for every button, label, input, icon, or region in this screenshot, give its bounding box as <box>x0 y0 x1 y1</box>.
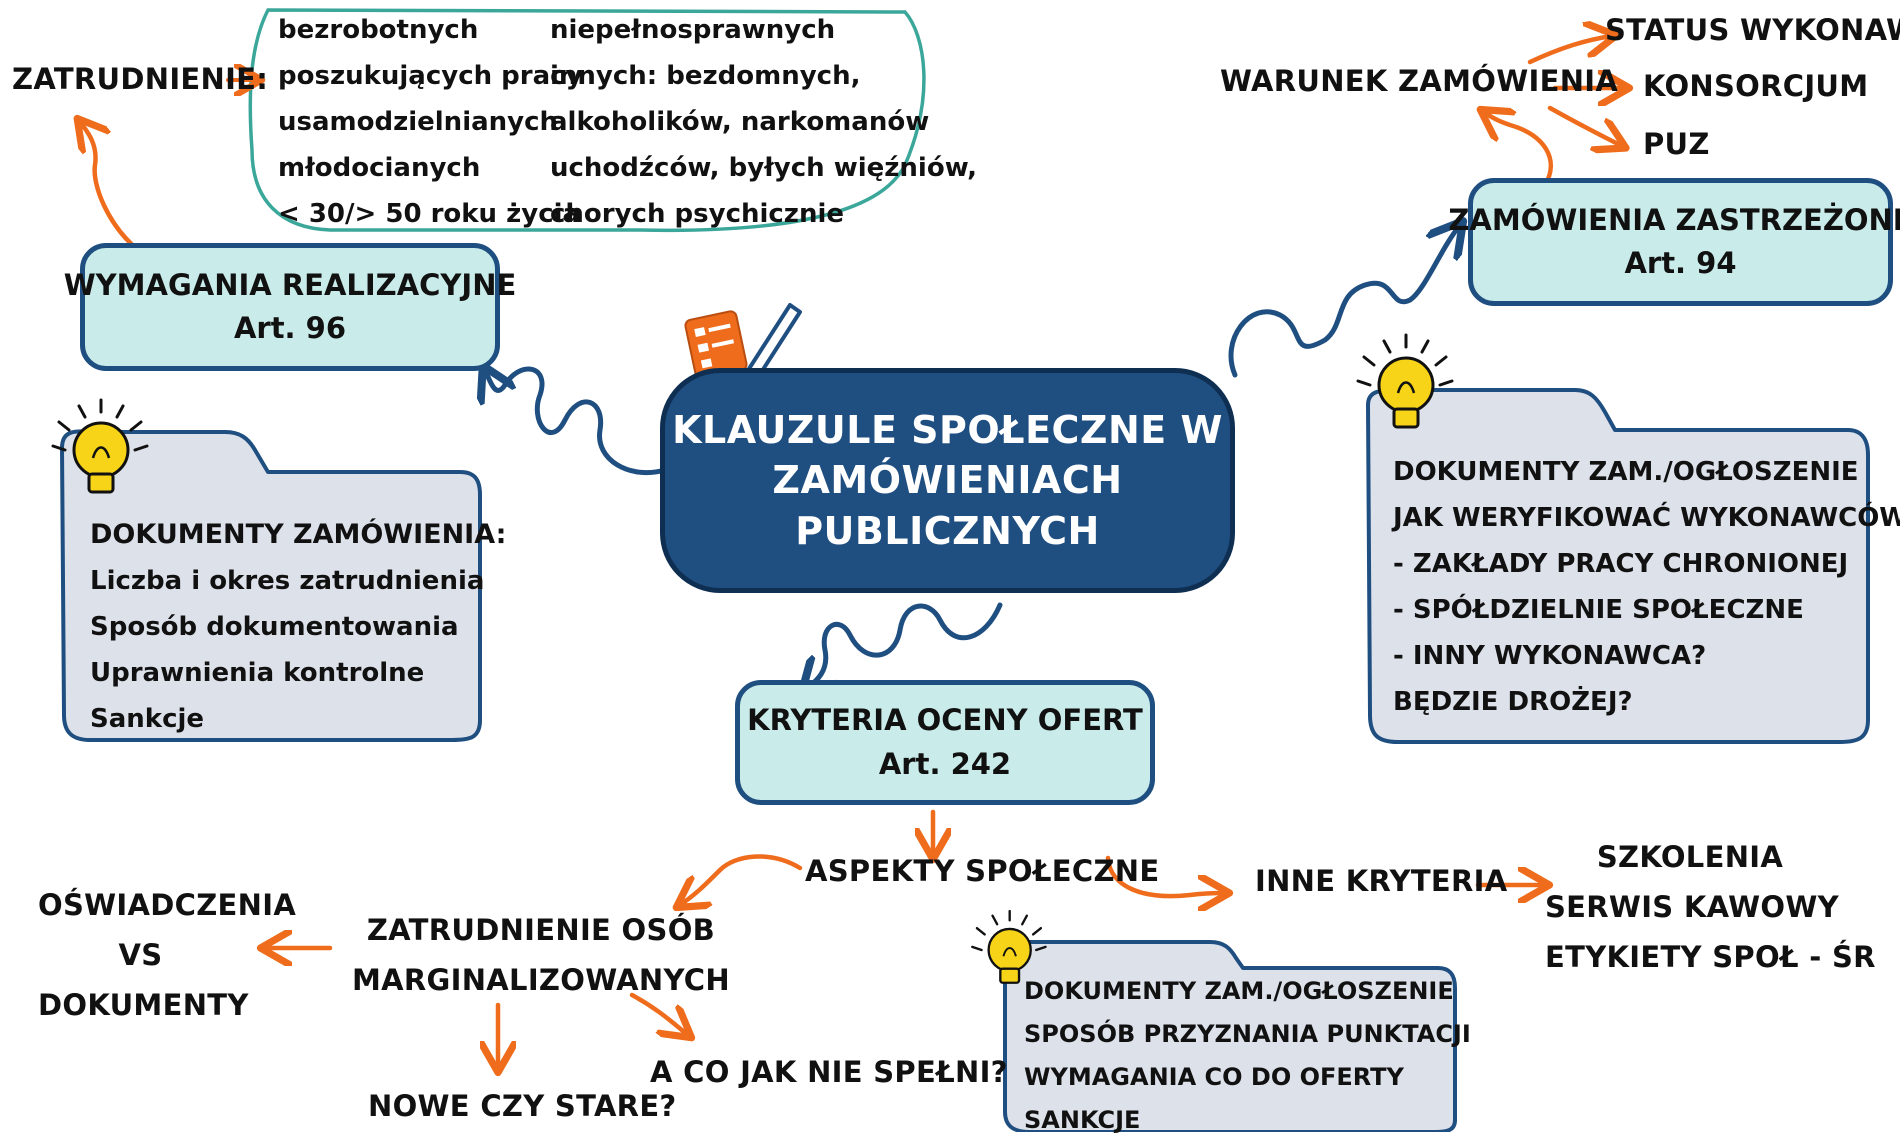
text-line: SZKOLENIA <box>1596 840 1784 874</box>
clipboard-pen-icon <box>684 303 802 389</box>
label-inne-kryteria: INNE KRYTERIA <box>1255 864 1508 898</box>
text-line: DOKUMENTY <box>38 988 249 1022</box>
central-topic-line: PUBLICZNYCH <box>795 508 1100 553</box>
text-line: OŚWIADCZENIA <box>38 888 297 922</box>
folder-heading: DOKUMENTY ZAM./OGŁOSZENIE <box>1393 457 1859 487</box>
list-item: bezrobotnych <box>278 15 479 45</box>
option-status-wykonawcy: STATUS WYKONAWCY <box>1605 13 1900 47</box>
list-item: - SPÓŁDZIELNIE SPOŁECZNE <box>1393 595 1804 625</box>
connector-kryteria <box>805 602 1003 690</box>
central-topic: KLAUZULE SPOŁECZNE W ZAMÓWIENIACH PUBLIC… <box>660 368 1235 593</box>
node-title: WYMAGANIA REALIZACYJNE <box>63 267 517 302</box>
folder-dokumenty-weryfikacja: DOKUMENTY ZAM./OGŁOSZENIE JAK WERYFIKOWA… <box>1393 449 1900 725</box>
list-item: niepełnosprawnych <box>550 15 836 45</box>
connector-wymagania <box>485 369 668 476</box>
central-topic-line: ZAMÓWIENIACH <box>772 458 1123 503</box>
text-line: SERWIS KAWOWY <box>1545 890 1839 924</box>
list-item: Uprawnienia kontrolne <box>90 658 425 688</box>
list-item: młodocianych <box>278 153 481 183</box>
arrow-warunek-puz <box>1547 105 1622 146</box>
folder-heading: DOKUMENTY ZAM./OGŁOSZENIE <box>1024 977 1454 1005</box>
label-aspekty-spoleczne: ASPEKTY SPOŁECZNE <box>805 854 1160 888</box>
arrow-marginal-aco <box>629 992 688 1035</box>
list-item: BĘDZIE DROŻEJ? <box>1393 687 1633 717</box>
list-item: Sankcje <box>90 704 205 734</box>
arrow-zastrzezone-up <box>1484 112 1553 188</box>
text-line: VS <box>118 938 163 972</box>
option-konsorcjum: KONSORCJUM <box>1643 69 1869 103</box>
node-article: Art. 96 <box>233 311 347 345</box>
label-warunek-zamowienia: WARUNEK ZAMÓWIENIA <box>1220 64 1619 98</box>
list-item: alkoholików, narkomanów <box>550 107 930 137</box>
label-a-co-jak-nie-spelni: A CO JAK NIE SPEŁNI? <box>650 1055 1008 1089</box>
list-item: JAK WERYFIKOWAĆ WYKONAWCÓW <box>1393 503 1900 533</box>
list-item: Liczba i okres zatrudnienia <box>90 566 485 596</box>
folder-heading: DOKUMENTY ZAMÓWIENIA: <box>90 519 507 550</box>
node-title: ZAMÓWIENIA ZASTRZEŻONE <box>1448 202 1900 237</box>
list-item: usamodzielnianych <box>278 107 559 137</box>
connector-zastrzezone <box>1228 225 1460 378</box>
arrow-aspekty-inne <box>1105 855 1225 896</box>
list-item: Sposób dokumentowania <box>90 612 459 642</box>
node-article: Art. 94 <box>1624 246 1737 280</box>
list-item: poszukujących pracy <box>278 61 583 91</box>
list-item: - ZAKŁADY PRACY CHRONIONEJ <box>1393 549 1849 579</box>
text-line: MARGINALIZOWANYCH <box>352 963 730 997</box>
list-item: < 30/> 50 roku życia <box>278 199 581 229</box>
central-topic-line: KLAUZULE SPOŁECZNE W <box>672 408 1223 453</box>
folder-dokumenty-punktacja: DOKUMENTY ZAM./OGŁOSZENIE SPOSÓB PRZYZNA… <box>1024 970 1471 1142</box>
arrow-warunek-status <box>1527 36 1612 65</box>
list-item: WYMAGANIA CO DO OFERTY <box>1024 1063 1404 1091</box>
employment-cloud-outline <box>248 8 926 233</box>
node-kryteria-oceny-ofert: KRYTERIA OCENY OFERT Art. 242 <box>735 680 1155 805</box>
list-item: SANKCJE <box>1024 1106 1141 1134</box>
lightbulb-icon-right <box>1356 333 1454 429</box>
arrow-wymagania-up <box>80 122 141 253</box>
label-nowe-czy-stare: NOWE CZY STARE? <box>368 1089 677 1123</box>
node-title: KRYTERIA OCENY OFERT <box>747 703 1143 737</box>
lightbulb-icon-bottom <box>971 909 1047 984</box>
node-wymagania-realizacyjne: WYMAGANIA REALIZACYJNE Art. 96 <box>64 243 516 371</box>
list-item: SPOSÓB PRZYZNANIA PUNKTACJI <box>1024 1020 1471 1048</box>
text-line: ZATRUDNIENIE OSÓB <box>366 913 716 947</box>
node-zamowienia-zastrzezone: ZAMÓWIENIA ZASTRZEŻONE Art. 94 <box>1448 178 1900 306</box>
list-item: - INNY WYKONAWCA? <box>1393 641 1707 671</box>
arrow-aspekty-marginal <box>680 854 803 905</box>
node-article: Art. 242 <box>878 746 1012 781</box>
lightbulb-icon-left <box>51 398 149 494</box>
label-zatrudnienie-marginalizowanych: ZATRUDNIENIE OSÓB MARGINALIZOWANYCH <box>352 905 730 1005</box>
list-item: innych: bezdomnych, <box>550 61 861 91</box>
list-item: uchodźców, byłych więźniów, <box>550 153 977 183</box>
label-inne-kryteria-examples: SZKOLENIA SERWIS KAWOWY ETYKIETY SPOŁ - … <box>1545 832 1876 982</box>
list-item: chorych psychicznie <box>550 199 844 229</box>
label-zatrudnienie: ZATRUDNIENIE: <box>12 62 269 96</box>
text-line: ETYKIETY SPOŁ - ŚR <box>1545 940 1876 974</box>
folder-dokumenty-zamowienia: DOKUMENTY ZAMÓWIENIA: Liczba i okres zat… <box>90 512 506 742</box>
label-oswiadczenia-vs-dokumenty: OŚWIADCZENIA VS DOKUMENTY <box>38 880 297 1030</box>
option-puz: PUZ <box>1643 127 1710 161</box>
employment-groups-col2: niepełnosprawnych innych: bezdomnych, al… <box>550 7 977 237</box>
employment-groups-col1: bezrobotnych poszukujących pracy usamodz… <box>278 7 583 237</box>
